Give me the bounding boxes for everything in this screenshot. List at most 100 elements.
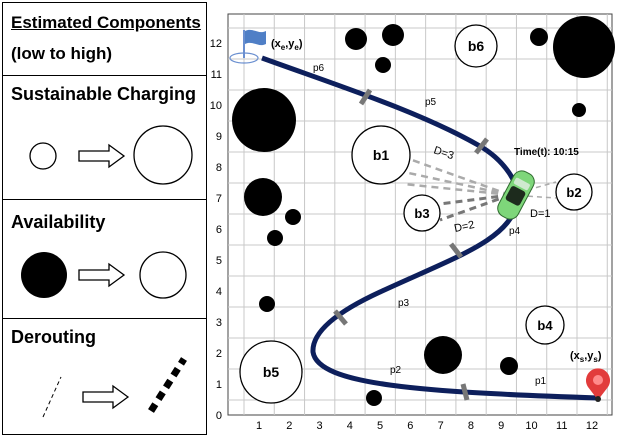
- path-label-p5: p5: [425, 97, 437, 108]
- path-label-p3: p3: [398, 298, 410, 309]
- unavailable-station: [424, 336, 462, 374]
- distance-label-d1: D=1: [530, 208, 551, 220]
- segment-dividers: [333, 88, 489, 401]
- x-tick-label: 8: [468, 420, 474, 432]
- unavailable-station: [553, 16, 615, 78]
- y-tick-label: 3: [216, 317, 222, 329]
- unavailable-circle: [21, 252, 67, 298]
- start-label: (xs,ys): [570, 350, 602, 364]
- y-tick-label: 12: [210, 38, 222, 50]
- y-tick-label: 11: [211, 69, 222, 81]
- charging-scale-graphic: [29, 125, 193, 185]
- unavailable-station: [259, 296, 275, 312]
- unavailable-station: [375, 57, 391, 73]
- y-tick-label: 6: [216, 224, 222, 236]
- unavailable-station: [345, 28, 367, 50]
- derouting-line-b1: [403, 170, 511, 197]
- station-b1-label: b1: [373, 147, 390, 163]
- legend-availability-section: Availability: [3, 200, 206, 319]
- derouting-line-b2: [509, 194, 557, 199]
- grid: [227, 13, 613, 416]
- thin-dashed-line: [42, 376, 62, 418]
- derouting-line-b3: [439, 193, 511, 222]
- segment-divider: [460, 383, 470, 401]
- legend-header: Estimated Components (low to high): [3, 3, 206, 76]
- x-tick-label: 11: [556, 420, 567, 432]
- station-b3-label: b3: [414, 206, 429, 221]
- y-tick-label: 8: [216, 162, 222, 174]
- legend-panel: Estimated Components (low to high) Susta…: [2, 2, 207, 435]
- station-b1[interactable]: [351, 125, 411, 185]
- y-tick-label: 10: [210, 100, 222, 112]
- x-tick-label: 9: [498, 420, 504, 432]
- charging-title: Sustainable Charging: [11, 84, 197, 104]
- unavailable-station: [500, 357, 518, 375]
- arrow-icon: [78, 262, 126, 288]
- path-labels: p1 p2 p3 p4 p5 p6: [313, 63, 547, 387]
- station-b5-label: b5: [263, 364, 280, 380]
- unavailable-station: [530, 28, 548, 46]
- station-b3[interactable]: [403, 194, 441, 232]
- segment-divider: [358, 88, 373, 106]
- charging-stations[interactable]: b1 b2 b3 b4 b5 b6: [239, 24, 593, 404]
- path-label-p6: p6: [313, 63, 325, 74]
- small-charging-circle: [29, 142, 57, 170]
- car-icon: [497, 170, 535, 220]
- destination-label: (xe,ye): [271, 38, 303, 52]
- distance-label-d2: D=2: [453, 219, 476, 235]
- unavailable-station: [285, 209, 301, 225]
- location-marker-icon: [586, 368, 610, 402]
- x-tick-label: 4: [347, 420, 353, 432]
- y-tick-label: 7: [216, 193, 222, 205]
- y-tick-label: 5: [216, 255, 222, 267]
- unavailable-stations: [232, 16, 615, 406]
- thick-dashed-line: [148, 357, 187, 413]
- derouting-line-b1: [411, 158, 511, 197]
- unavailable-station: [382, 24, 404, 46]
- y-tick-label: 2: [216, 348, 222, 360]
- arrow-icon: [78, 143, 126, 169]
- derouting-line-b2: [509, 181, 557, 196]
- y-tick-label: 9: [216, 131, 222, 143]
- derouting-lines: [403, 158, 557, 222]
- station-b4[interactable]: [525, 305, 565, 345]
- x-tick-label: 10: [525, 420, 537, 432]
- legend-heading: Estimated Components: [11, 13, 201, 32]
- station-b6-label: b6: [468, 38, 485, 54]
- station-b5[interactable]: [239, 340, 303, 404]
- x-tick-label: 6: [407, 420, 413, 432]
- arrow-icon: [82, 384, 130, 410]
- legend-charging-section: Sustainable Charging: [3, 76, 206, 200]
- station-b4-label: b4: [537, 318, 553, 333]
- x-tick-label: 3: [316, 420, 322, 432]
- x-tick-label: 7: [438, 420, 444, 432]
- availability-scale-graphic: [21, 251, 187, 299]
- derouting-title: Derouting: [11, 327, 96, 347]
- x-tick-label: 12: [586, 420, 598, 432]
- unavailable-station: [572, 103, 586, 117]
- legend-derouting-section: Derouting: [3, 319, 206, 436]
- distance-label-d3: D=3: [432, 144, 455, 162]
- unavailable-station: [267, 230, 283, 246]
- station-b6[interactable]: [454, 24, 498, 68]
- large-charging-circle: [133, 125, 193, 185]
- derouting-scale-graphic: [42, 357, 187, 418]
- x-tick-label: 1: [256, 420, 262, 432]
- x-tick-label: 2: [286, 420, 292, 432]
- unavailable-station: [366, 390, 382, 406]
- station-b2-label: b2: [566, 185, 581, 200]
- time-label: Time(t): 10:15: [514, 147, 579, 158]
- derouting-line-b1: [403, 182, 511, 197]
- segment-divider: [333, 309, 348, 326]
- y-tick-label: 0: [216, 410, 222, 422]
- legend-subheading: (low to high): [11, 44, 113, 63]
- available-circle: [139, 251, 187, 299]
- y-tick-label: 1: [216, 379, 222, 391]
- station-b2[interactable]: [555, 173, 593, 211]
- unavailable-station: [232, 88, 296, 152]
- segment-divider: [449, 242, 463, 259]
- path-label-p1: p1: [535, 376, 547, 387]
